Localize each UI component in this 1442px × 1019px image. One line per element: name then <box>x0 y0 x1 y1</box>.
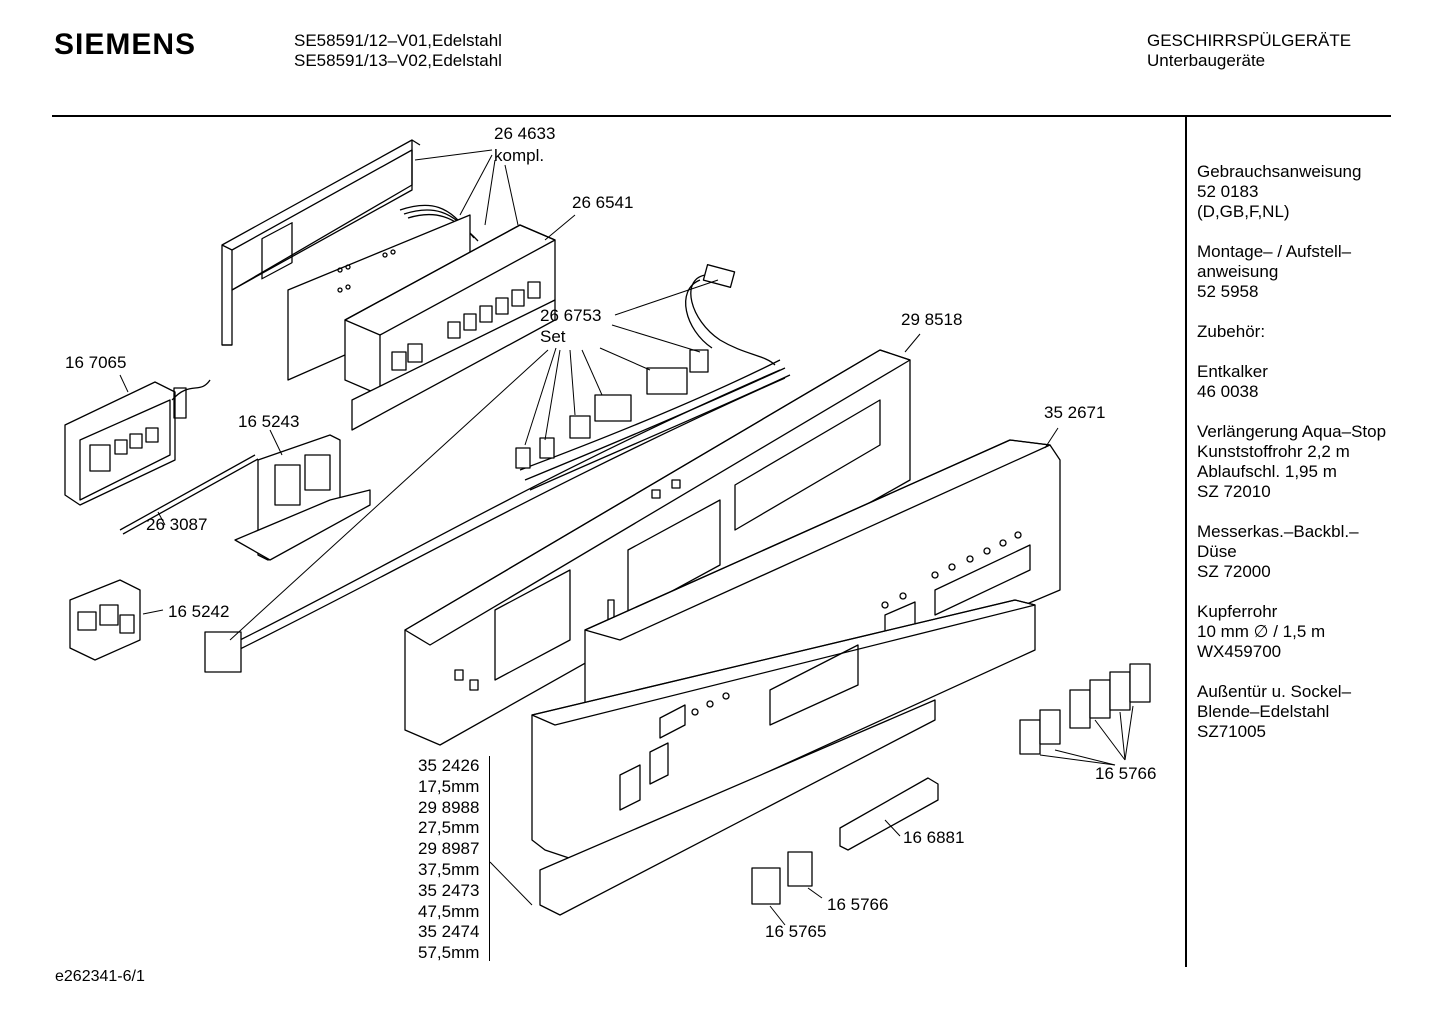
sidebar-block: Kupferrohr 10 mm ∅ / 1,5 m WX459700 <box>1197 602 1437 662</box>
switch-bracket <box>234 434 371 561</box>
part-label-298518: 29 8518 <box>901 310 963 329</box>
variant-item: 27,5mm <box>418 818 480 838</box>
sidebar-line: 52 0183 <box>1197 182 1259 201</box>
part-label-266753: 26 6753 <box>540 306 602 325</box>
model-line-2: SE58591/13–V02,Edelstahl <box>294 51 502 70</box>
sidebar-line: Düse <box>1197 542 1237 561</box>
sidebar-line: 52 5958 <box>1197 282 1259 301</box>
control-panel-frame <box>404 349 911 746</box>
sidebar-line: Außentür u. Sockel– <box>1197 682 1352 701</box>
sidebar-block: Außentür u. Sockel– Blende–Edelstahl SZ7… <box>1197 682 1437 742</box>
sidebar-line: Kunststoffrohr 2,2 m <box>1197 442 1350 461</box>
sidebar-block: Messerkas.–Backbl.– Düse SZ 72000 <box>1197 522 1437 582</box>
part-note-set: Set <box>540 327 566 346</box>
control-housing-frame <box>221 139 421 346</box>
part-label-165765: 16 5765 <box>765 922 827 941</box>
wiring-harness <box>204 349 791 673</box>
kick-plate <box>539 699 936 916</box>
sidebar-line: Entkalker <box>1197 362 1268 381</box>
drawing-code: e262341-6/1 <box>55 968 145 985</box>
variant-item: 35 2474 <box>418 922 480 942</box>
model-line-1: SE58591/12–V01,Edelstahl <box>294 31 502 50</box>
variant-item: 35 2426 <box>418 756 480 775</box>
sidebar-line: Gebrauchsanweisung <box>1197 162 1362 181</box>
sidebar-line: anweisung <box>1197 262 1279 281</box>
header-divider <box>52 115 1391 117</box>
sidebar-line: Montage– / Aufstell– <box>1197 242 1352 261</box>
sidebar-block: Verlängerung Aqua–Stop Kunststoffrohr 2,… <box>1197 422 1437 502</box>
brand-logo: SIEMENS <box>54 28 197 61</box>
part-label-165766-right: 16 5766 <box>1095 764 1157 783</box>
sidebar-line: Blende–Edelstahl <box>1197 702 1330 721</box>
sidebar-line: Kupferrohr <box>1197 602 1278 621</box>
variant-item: 29 8988 <box>418 797 480 817</box>
variant-item: 17,5mm <box>418 776 480 796</box>
part-label-266541: 26 6541 <box>572 193 634 212</box>
part-label-263087: 26 3087 <box>146 515 208 534</box>
sidebar-line: SZ 72000 <box>1197 562 1271 581</box>
part-label-165243: 16 5243 <box>238 412 300 431</box>
button-set-right <box>1019 663 1151 755</box>
sidebar-line: SZ71005 <box>1197 722 1266 741</box>
cable-connector <box>685 263 776 366</box>
sidebar-block: Montage– / Aufstell– anweisung 52 5958 <box>1197 242 1437 302</box>
part-label-352671: 35 2671 <box>1044 403 1106 422</box>
variant-item: 47,5mm <box>418 901 480 921</box>
sidebar-line: WX459700 <box>1197 642 1282 661</box>
leader-lines <box>119 149 1134 926</box>
sidebar-block: Entkalker 46 0038 <box>1197 362 1437 402</box>
category-line-1: GESCHIRRSPÜLGERÄTE <box>1147 31 1352 50</box>
sidebar-block: Zubehör: <box>1197 322 1437 342</box>
sidebar-line: Zubehör: <box>1197 322 1266 341</box>
category-line-2: Unterbaugeräte <box>1147 51 1266 70</box>
sidebar-line: Messerkas.–Backbl.– <box>1197 522 1359 541</box>
sidebar-line: SZ 72010 <box>1197 482 1271 501</box>
variant-item: 37,5mm <box>418 859 480 879</box>
accessories-sidebar: Gebrauchsanweisung 52 0183 (D,GB,F,NL) M… <box>1197 162 1437 762</box>
door-panel <box>531 599 1036 861</box>
sidebar-line: (D,GB,F,NL) <box>1197 202 1290 221</box>
part-label-167065: 16 7065 <box>65 353 127 372</box>
electronic-module <box>344 224 556 431</box>
cover-strip <box>839 777 939 851</box>
sidebar-divider <box>1185 115 1187 967</box>
part-label-165766-bottom: 16 5766 <box>827 895 889 914</box>
part-label-264633: 26 4633 <box>494 124 556 143</box>
switch-block <box>69 579 141 661</box>
variant-item: 35 2473 <box>418 880 480 900</box>
sidebar-line: 46 0038 <box>1197 382 1259 401</box>
display-unit <box>64 379 211 506</box>
actuator-rod <box>119 454 259 535</box>
sidebar-line: Ablaufschl. 1,95 m <box>1197 462 1337 481</box>
variant-list-bar <box>489 756 490 961</box>
sidebar-line: 10 mm ∅ / 1,5 m <box>1197 622 1326 641</box>
variant-item: 29 8987 <box>418 839 480 859</box>
button-pair-bottom <box>751 851 813 905</box>
part-label-166881: 16 6881 <box>903 828 965 847</box>
part-label-165242: 16 5242 <box>168 602 230 621</box>
sidebar-block: Gebrauchsanweisung 52 0183 (D,GB,F,NL) <box>1197 162 1437 222</box>
sidebar-line: Verlängerung Aqua–Stop <box>1197 422 1387 441</box>
variant-item: 57,5mm <box>418 943 480 963</box>
part-note-kompl: kompl. <box>494 146 545 165</box>
variant-list: 35 2426 17,5mm 29 8988 27,5mm 29 8987 37… <box>418 756 479 964</box>
